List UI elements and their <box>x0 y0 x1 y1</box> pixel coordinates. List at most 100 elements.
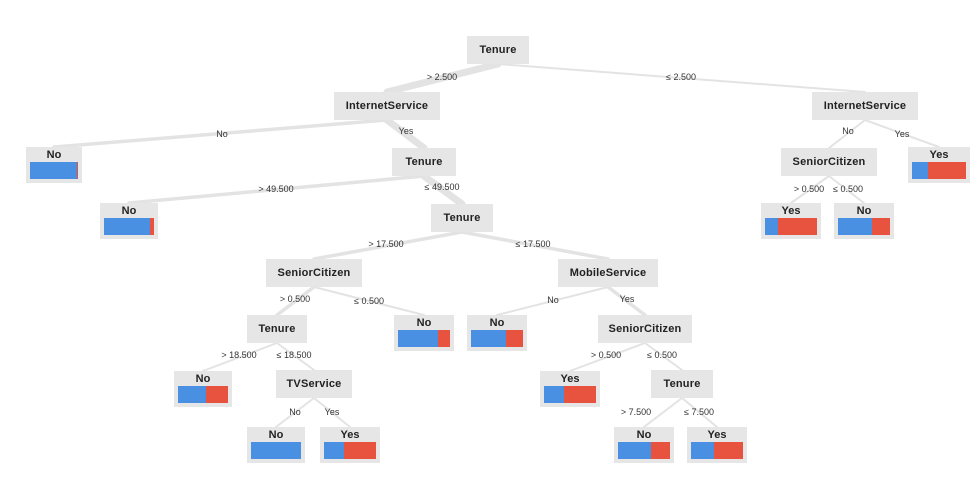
class-distribution-bar <box>765 218 817 235</box>
edge-label-n0-n2: ≤ 2.500 <box>666 72 696 82</box>
edge-label-n11-l_no8: > 7.500 <box>621 407 651 417</box>
bar-segment-no <box>691 442 714 459</box>
edge-label-n6-n8: > 0.500 <box>280 294 310 304</box>
leaf-node-label: Yes <box>929 149 949 161</box>
class-distribution-bar <box>104 218 154 235</box>
edge-n7-l_no5 <box>496 286 609 316</box>
leaf-node-no[interactable]: No <box>467 315 527 351</box>
bar-segment-yes <box>651 442 670 459</box>
leaf-node-label: No <box>46 149 62 161</box>
leaf-node-label: No <box>268 429 284 441</box>
split-node-seniorcitizen[interactable]: SeniorCitizen <box>598 315 692 343</box>
leaf-node-yes[interactable]: Yes <box>761 203 821 239</box>
bar-segment-yes <box>206 386 228 403</box>
leaf-node-yes[interactable]: Yes <box>540 371 600 407</box>
split-node-mobileservice[interactable]: MobileService <box>558 259 658 287</box>
edge-label-n0-n1: > 2.500 <box>427 72 457 82</box>
edge-label-n10-l_no7: No <box>289 407 301 417</box>
edge-label-n3-n5: ≤ 49.500 <box>425 182 460 192</box>
leaf-node-yes[interactable]: Yes <box>908 147 970 183</box>
class-distribution-bar <box>178 386 228 403</box>
bar-segment-yes <box>150 218 154 235</box>
leaf-node-label: No <box>489 317 505 329</box>
edge-label-n1-l_no1: No <box>216 129 228 139</box>
edge-label-n8-l_no6: > 18.500 <box>221 350 256 360</box>
leaf-node-no[interactable]: No <box>394 315 454 351</box>
class-distribution-bar <box>471 330 523 347</box>
edge-n3-l_no2 <box>127 174 426 205</box>
class-distribution-bar <box>838 218 890 235</box>
split-node-label: InternetService <box>345 100 429 112</box>
split-node-seniorcitizen[interactable]: SeniorCitizen <box>266 259 362 287</box>
edge-label-n4-l_yes2: > 0.500 <box>794 184 824 194</box>
leaf-node-label: No <box>121 205 137 217</box>
edge-n6-l_no4 <box>313 286 425 316</box>
split-node-internetservice[interactable]: InternetService <box>812 92 918 120</box>
leaf-node-yes[interactable]: Yes <box>320 427 380 463</box>
edge-n2-n4 <box>828 119 866 149</box>
edge-n4-l_yes2 <box>790 175 830 204</box>
split-node-label: Tenure <box>479 44 517 56</box>
split-node-label: Tenure <box>663 378 701 390</box>
leaf-node-yes[interactable]: Yes <box>687 427 747 463</box>
leaf-node-no[interactable]: No <box>247 427 305 463</box>
edge-n6-n8 <box>275 285 316 317</box>
bar-segment-yes <box>871 218 890 235</box>
bar-segment-no <box>398 330 439 347</box>
split-node-tvservice[interactable]: TVService <box>276 370 352 398</box>
class-distribution-bar <box>324 442 376 459</box>
edge-label-n3-l_no2: > 49.500 <box>258 184 293 194</box>
edge-n1-l_no1 <box>52 118 389 149</box>
bar-segment-no <box>544 386 564 403</box>
edge-label-n8-n10: ≤ 18.500 <box>277 350 312 360</box>
leaf-node-no[interactable]: No <box>614 427 674 463</box>
edge-label-n7-n9: Yes <box>620 294 635 304</box>
leaf-node-no[interactable]: No <box>834 203 894 239</box>
edge-label-n2-n4: No <box>842 126 854 136</box>
split-node-tenure[interactable]: Tenure <box>431 204 493 232</box>
edge-label-n9-n11: ≤ 0.500 <box>647 350 677 360</box>
edge-label-n5-n6: > 17.500 <box>368 239 403 249</box>
bar-segment-yes <box>438 330 450 347</box>
split-node-label: SeniorCitizen <box>792 156 866 168</box>
class-distribution-bar <box>251 442 301 459</box>
edge-n7-n9 <box>606 285 647 317</box>
bar-segment-yes <box>927 162 966 179</box>
split-node-tenure[interactable]: Tenure <box>392 148 456 176</box>
class-distribution-bar <box>912 162 966 179</box>
class-distribution-bar <box>398 330 450 347</box>
bar-segment-yes <box>563 386 596 403</box>
leaf-node-label: Yes <box>340 429 360 441</box>
edge-label-n11-l_yes5: ≤ 7.500 <box>684 407 714 417</box>
split-node-label: SeniorCitizen <box>608 323 682 335</box>
split-node-tenure[interactable]: Tenure <box>467 36 529 64</box>
split-node-internetservice[interactable]: InternetService <box>334 92 440 120</box>
split-node-label: SeniorCitizen <box>277 267 351 279</box>
class-distribution-bar <box>30 162 78 179</box>
edge-n2-l_yes1 <box>864 119 940 148</box>
split-node-tenure[interactable]: Tenure <box>247 315 307 343</box>
split-node-label: InternetService <box>823 100 907 112</box>
split-node-seniorcitizen[interactable]: SeniorCitizen <box>781 148 877 176</box>
leaf-node-label: Yes <box>560 373 580 385</box>
edge-label-n7-l_no5: No <box>547 295 559 305</box>
edge-n10-l_yes4 <box>313 397 351 428</box>
leaf-node-label: No <box>636 429 652 441</box>
split-node-label: Tenure <box>405 156 443 168</box>
bar-segment-no <box>30 162 77 179</box>
split-node-tenure[interactable]: Tenure <box>651 370 713 398</box>
edge-n11-l_no8 <box>643 397 683 428</box>
leaf-node-no[interactable]: No <box>26 147 82 183</box>
edge-label-n4-l_no3: ≤ 0.500 <box>833 184 863 194</box>
edge-n9-l_yes3 <box>569 342 646 372</box>
bar-segment-no <box>618 442 652 459</box>
edge-label-n10-l_yes4: Yes <box>325 407 340 417</box>
leaf-node-label: No <box>195 373 211 385</box>
leaf-node-no[interactable]: No <box>100 203 158 239</box>
bar-segment-yes <box>713 442 743 459</box>
leaf-node-no[interactable]: No <box>174 371 232 407</box>
split-node-label: MobileService <box>569 267 647 279</box>
edge-label-n6-l_no4: ≤ 0.500 <box>354 296 384 306</box>
edge-label-n5-n7: ≤ 17.500 <box>516 239 551 249</box>
